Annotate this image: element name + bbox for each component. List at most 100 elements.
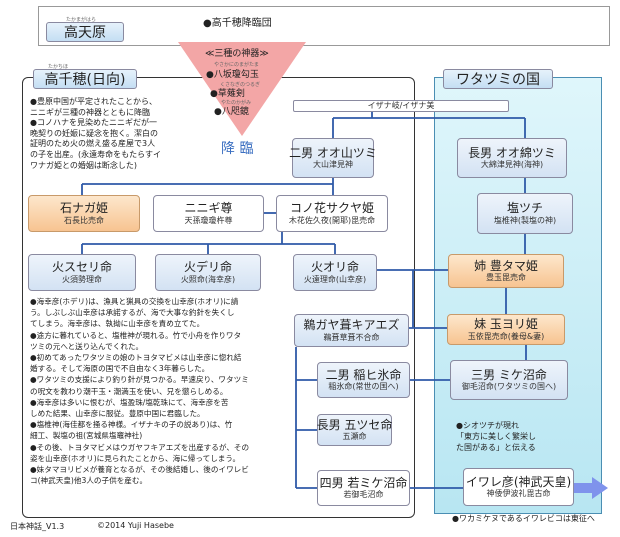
deity-hosuseri: 火スセリ命 火須勢理命 bbox=[28, 254, 136, 291]
story-line: 姿を山幸彦(ホオリ)に見られたことから、海に帰ってしまう。 bbox=[30, 453, 241, 463]
intro-line: ●豊原中国が平定されたことから、 bbox=[30, 97, 157, 106]
takamagahara-label: 高天原 bbox=[46, 22, 124, 42]
story-line: ●妹タマヨリビメが養育となるが、その後結婚し、後のイワレビ bbox=[30, 465, 249, 475]
deity-toyotama: 姉 豊タマ姫 豊玉毘売命 bbox=[448, 254, 564, 288]
takachiho-story: ●海幸彦(ホデリ)は、漁具と猟具の交換を山幸彦(ホオリ)に請 う。しぶしぶ山幸彦… bbox=[30, 296, 292, 486]
story-line: 婚する。そして海原の国で不自由なく3年暮らした。 bbox=[30, 364, 210, 374]
deity-konohana-sakuya: コノ花サクヤ姫 木花佐久夜(開耶)毘売命 bbox=[276, 195, 388, 232]
deity-iware-jimmu: イワレ彦(神武天皇) 神倭伊波礼毘古命 bbox=[463, 468, 574, 506]
deity-hoori: 火オリ命 火遠理命(山幸彦) bbox=[293, 254, 377, 291]
deity-formal-name: 稲氷命(常世の国へ) bbox=[328, 382, 399, 392]
deity-name: 妹 玉ヨリ姫 bbox=[474, 317, 538, 331]
deity-shiotsuchi: 塩ツチ 塩椎神(製塩の神) bbox=[477, 193, 573, 234]
deity-ninigi: ニニギ尊 天孫瓊瓊杵尊 bbox=[153, 195, 264, 232]
deity-formal-name: 若御毛沼命 bbox=[343, 490, 384, 500]
deity-inahi: 二男 稲ヒ氷命 稲氷命(常世の国へ) bbox=[317, 362, 410, 398]
deity-name: 火スセリ命 bbox=[51, 260, 112, 274]
deity-formal-name: 鵜葺草葺不合命 bbox=[323, 332, 380, 342]
izanagi-label: イザナ岐/イザナ美 bbox=[367, 100, 435, 110]
deity-formal-name: 御毛沼命(ワタツミの国へ) bbox=[461, 382, 557, 392]
deity-name: 二男 稲ヒ氷命 bbox=[325, 367, 402, 382]
takachiho-intro: ●豊原中国が平定されたことから、 ニニギが三種の神器とともに降臨 ●コノハナを見… bbox=[30, 97, 212, 171]
deity-name: 長男 オオ綿ツミ bbox=[468, 145, 556, 160]
note-line: ●シオツチが現れ bbox=[456, 421, 519, 430]
takachiho-label: 高千穂(日向) bbox=[33, 69, 137, 89]
story-line: ●初めてあったワタツミの娘のトヨタマビメは山幸彦に惚れ結 bbox=[30, 353, 242, 363]
story-line: ツミの元へと送り込んでくれた。 bbox=[30, 341, 144, 351]
deity-name: ニニギ尊 bbox=[184, 201, 233, 215]
regalia-ruby-1: やさかにのまがたま bbox=[214, 62, 259, 68]
story-line: ●途方に暮れていると、塩椎神が現れる。竹で小舟を作りワタ bbox=[30, 330, 242, 340]
izanagi-izanami-box: イザナ岐/イザナ美 bbox=[293, 100, 509, 112]
story-line: ●その後、トヨタマビメはウガヤフキアエズを出産するが、その bbox=[30, 442, 250, 452]
story-line: う。しぶしぶ山幸彦は承諾するが、海で大事な釣針を失くし bbox=[30, 308, 235, 318]
intro-line: 証明のため火の燃え盛る産屋で3人 bbox=[30, 139, 156, 149]
note-line: た国がある」と伝える bbox=[456, 443, 536, 452]
eastern-expedition-note: ●ワカミケヌであるイワレビコは東征へ bbox=[452, 514, 595, 523]
deity-formal-name: 塩椎神(製塩の神) bbox=[493, 215, 557, 225]
story-line: しめた結果、山幸彦に服従。豊原中国に君臨した。 bbox=[30, 409, 205, 419]
intro-line: の子を出産。(永遠寿命をもたらすイ bbox=[30, 149, 161, 159]
deity-formal-name: 大綿津見神(海神) bbox=[480, 160, 544, 170]
story-line: ●ワタツミの支援により釣り針が見つかる。早速戻り、ワタツミ bbox=[30, 375, 249, 385]
deity-formal-name: 火照命(海幸彦) bbox=[180, 274, 236, 284]
regalia-item-jewel: ●八坂瓊勾玉 bbox=[206, 70, 259, 80]
takachiho-ruby: たかちほ bbox=[48, 64, 69, 70]
story-line: 細工、製塩の祖(宮城県塩竈神社) bbox=[30, 431, 143, 441]
deity-formal-name: 天孫瓊瓊杵尊 bbox=[184, 215, 233, 225]
descent-label: 降 臨 bbox=[221, 141, 254, 157]
deity-name: 塩ツチ bbox=[506, 201, 543, 215]
regalia-item-mirror: ●八咫鏡 bbox=[214, 107, 249, 117]
regalia-ruby-2: くさなぎのつるぎ bbox=[220, 82, 261, 88]
story-line: てしまう。海幸彦は、執拗に山幸彦を責め立てた。 bbox=[30, 319, 205, 329]
regalia-title: ≪三種の神器≫ bbox=[205, 49, 269, 59]
takamagahara-region bbox=[38, 6, 610, 46]
deity-itsuse: 長男 五ツセ命 五瀬命 bbox=[317, 414, 392, 446]
intro-line: 晩契りの妊娠に疑念を抱く。潔白の bbox=[30, 128, 158, 138]
deity-name: 四男 若ミケ沼命 bbox=[319, 475, 408, 490]
story-line: ●海幸彦(ホデリ)は、漁具と猟具の交換を山幸彦(ホオリ)に請 bbox=[30, 297, 239, 306]
watatsumi-title: ワタツミの国 bbox=[456, 72, 540, 88]
footer-version: 日本神話_V1.3 bbox=[10, 522, 65, 531]
deity-name: イワレ彦(神武天皇) bbox=[465, 474, 572, 489]
deity-name: 二男 オオ山ツミ bbox=[289, 145, 377, 160]
takachiho-title: 高千穂(日向) bbox=[44, 72, 126, 88]
story-line: ●海幸彦は多いに恨むが、塩盈珠/塩乾珠にて、海幸彦を苦 bbox=[30, 397, 229, 407]
takamagahara-title: 高天原 bbox=[64, 25, 106, 41]
watatsumi-label: ワタツミの国 bbox=[443, 69, 553, 89]
story-line: の呪文を教わり潮干玉・潮満玉を使い、兄を懲らしめる。 bbox=[30, 386, 228, 396]
story-line: コ(神武天皇)他3人の子供を産む。 bbox=[30, 476, 148, 486]
deity-name: 鵜ガヤ葺キアエズ bbox=[303, 318, 400, 332]
takamagahara-ruby: たかまがはら bbox=[66, 17, 97, 23]
korin-group-note: ●高千穂降臨団 bbox=[203, 18, 272, 29]
deity-name: 火デリ命 bbox=[183, 260, 232, 274]
note-line: 「東方に美しく繁栄し bbox=[456, 432, 536, 441]
footer-copyright: ©2014 Yuji Hasebe bbox=[97, 521, 174, 530]
intro-line: ニニギが三種の神器とともに降臨 bbox=[30, 107, 150, 117]
deity-name: 三男 ミケ沼命 bbox=[471, 367, 547, 382]
deity-ugaya: 鵜ガヤ葺キアエズ 鵜葺草葺不合命 bbox=[294, 314, 409, 347]
regalia-item-sword: ●草薙剣 bbox=[210, 89, 245, 99]
deity-formal-name: 火遠理命(山幸彦) bbox=[303, 274, 367, 284]
deity-formal-name: 豊玉毘売命 bbox=[486, 273, 526, 283]
deity-name: 火オリ命 bbox=[310, 260, 359, 274]
deity-wakamikenu: 四男 若ミケ沼命 若御毛沼命 bbox=[317, 470, 410, 506]
deity-name: 姉 豊タマ姫 bbox=[474, 258, 538, 273]
deity-name: 石ナガ姫 bbox=[59, 201, 108, 215]
deity-formal-name: 五瀬命 bbox=[342, 432, 367, 442]
deity-formal-name: 木花佐久夜(開耶)毘売命 bbox=[288, 215, 376, 225]
regalia-ruby-3: やたのかがみ bbox=[221, 100, 252, 106]
deity-name: 長男 五ツセ命 bbox=[316, 417, 393, 432]
deity-tamayori: 妹 玉ヨリ姫 玉依毘売命(養母&妻) bbox=[447, 314, 565, 345]
regalia-triangle bbox=[178, 42, 306, 136]
deity-formal-name: 石長比売命 bbox=[64, 215, 104, 225]
deity-hoderi: 火デリ命 火照命(海幸彦) bbox=[155, 254, 261, 291]
deity-iwanaga: 石ナガ姫 石長比売命 bbox=[28, 195, 140, 232]
deity-formal-name: 玉依毘売命(養母&妻) bbox=[467, 331, 545, 341]
intro-line: ワナガ姫との婚姻は断念した) bbox=[30, 160, 138, 170]
deity-formal-name: 火須勢理命 bbox=[62, 274, 102, 284]
deity-name: コノ花サクヤ姫 bbox=[289, 201, 374, 215]
intro-line: ●コノハナを見染めたニニギだが一 bbox=[30, 118, 157, 128]
deity-formal-name: 神倭伊波礼毘古命 bbox=[486, 489, 551, 499]
deity-mikenu: 三男 ミケ沼命 御毛沼命(ワタツミの国へ) bbox=[450, 360, 568, 400]
